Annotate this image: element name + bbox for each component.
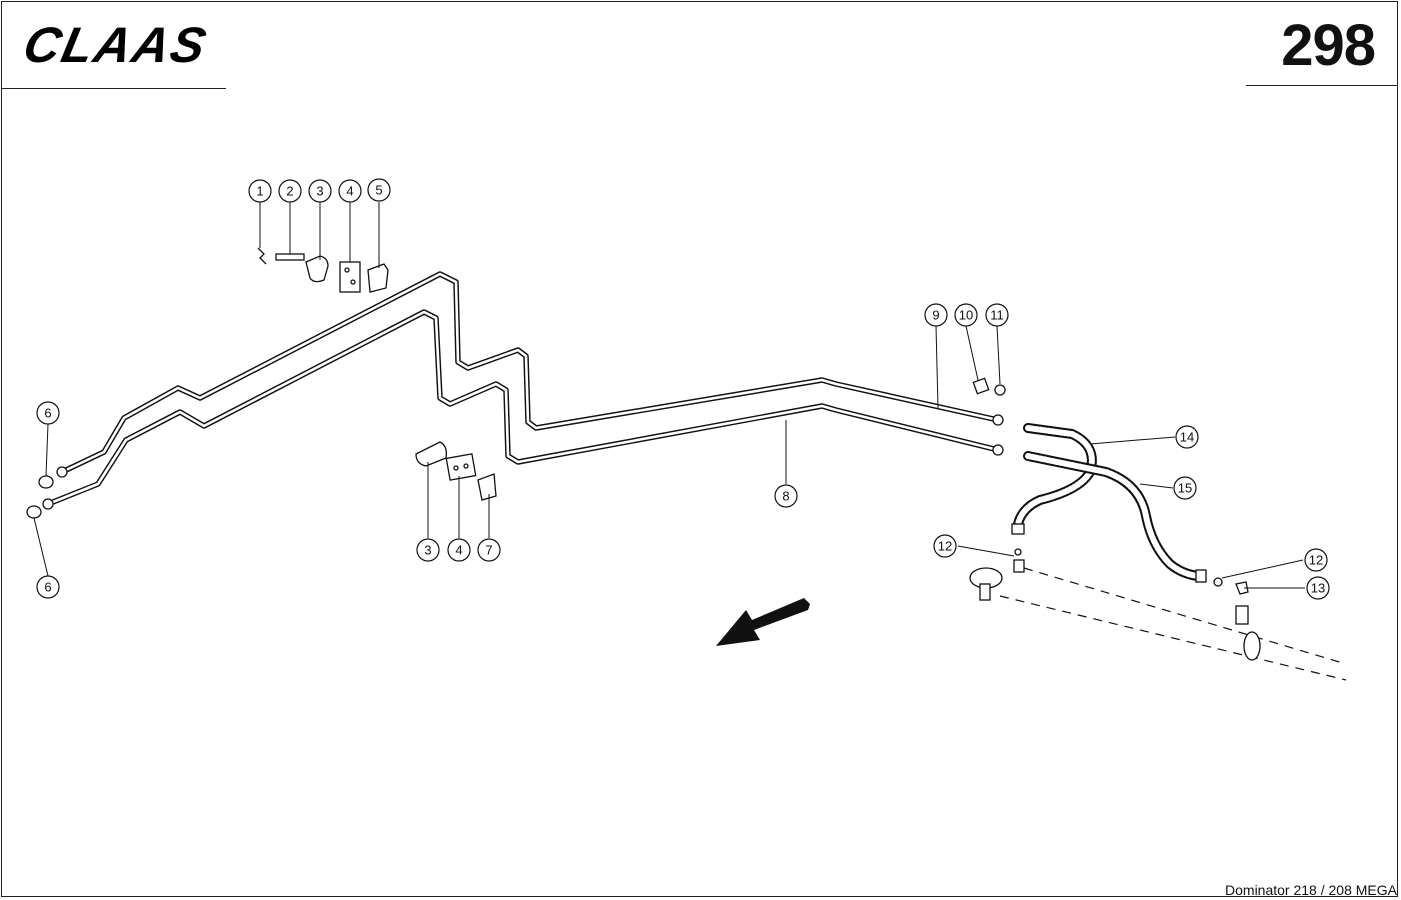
callout-12-left: 12 (933, 534, 957, 558)
leader-lines (33, 202, 1305, 589)
callout-3-top: 3 (308, 179, 332, 203)
hose-15 (1023, 451, 1207, 583)
nuts-left (26, 475, 54, 519)
page-number-underline (1246, 85, 1398, 86)
hose-14 (1011, 423, 1097, 535)
logo-underline (2, 88, 226, 89)
clamp-parts-top (257, 247, 389, 293)
svg-text:4: 4 (455, 543, 462, 558)
svg-text:12: 12 (938, 539, 952, 554)
svg-text:10: 10 (959, 308, 973, 323)
callout-4-middle: 4 (447, 538, 471, 562)
callout-3-middle: 3 (416, 538, 440, 562)
svg-text:4: 4 (346, 184, 353, 199)
svg-text:3: 3 (316, 184, 323, 199)
svg-text:14: 14 (1180, 430, 1194, 445)
svg-text:9: 9 (932, 308, 939, 323)
svg-text:15: 15 (1178, 481, 1192, 496)
svg-text:6: 6 (44, 406, 51, 421)
callout-10: 10 (954, 303, 978, 327)
svg-text:13: 13 (1311, 581, 1325, 596)
callout-6-lower: 6 (36, 575, 60, 599)
callout-8: 8 (774, 484, 798, 508)
claas-logo-text: CLAAS (19, 20, 213, 68)
callout-11: 11 (985, 303, 1009, 327)
pipe-end-fittings (42, 414, 1004, 510)
pipe-lower (45, 309, 1001, 507)
svg-text:2: 2 (286, 184, 293, 199)
svg-text:8: 8 (782, 489, 789, 504)
callout-15: 15 (1173, 476, 1197, 500)
fittings-right (972, 377, 1006, 396)
callout-13: 13 (1306, 576, 1330, 600)
callout-7: 7 (477, 538, 501, 562)
svg-text:1: 1 (256, 184, 263, 199)
callout-4-top: 4 (338, 179, 362, 203)
cylinder-assembly (969, 548, 1347, 681)
callout-14: 14 (1175, 425, 1199, 449)
pipe-upper (59, 271, 1001, 475)
direction-arrow (716, 598, 810, 646)
callout-2: 2 (278, 179, 302, 203)
callout-12-right: 12 (1304, 548, 1328, 572)
svg-text:5: 5 (375, 183, 382, 198)
callout-9: 9 (924, 303, 948, 327)
page-number: 298 (1281, 13, 1376, 78)
svg-text:3: 3 (424, 543, 431, 558)
callout-6-upper: 6 (36, 401, 60, 425)
svg-text:12: 12 (1309, 553, 1323, 568)
svg-text:6: 6 (44, 580, 51, 595)
clamp-parts-middle (415, 441, 497, 501)
callout-5: 5 (367, 178, 391, 202)
claas-logo: CLAAS (19, 20, 213, 68)
callout-1: 1 (248, 179, 272, 203)
model-label: Dominator 218 / 208 MEGA (1225, 882, 1397, 898)
svg-text:11: 11 (990, 308, 1004, 323)
svg-text:7: 7 (485, 543, 492, 558)
